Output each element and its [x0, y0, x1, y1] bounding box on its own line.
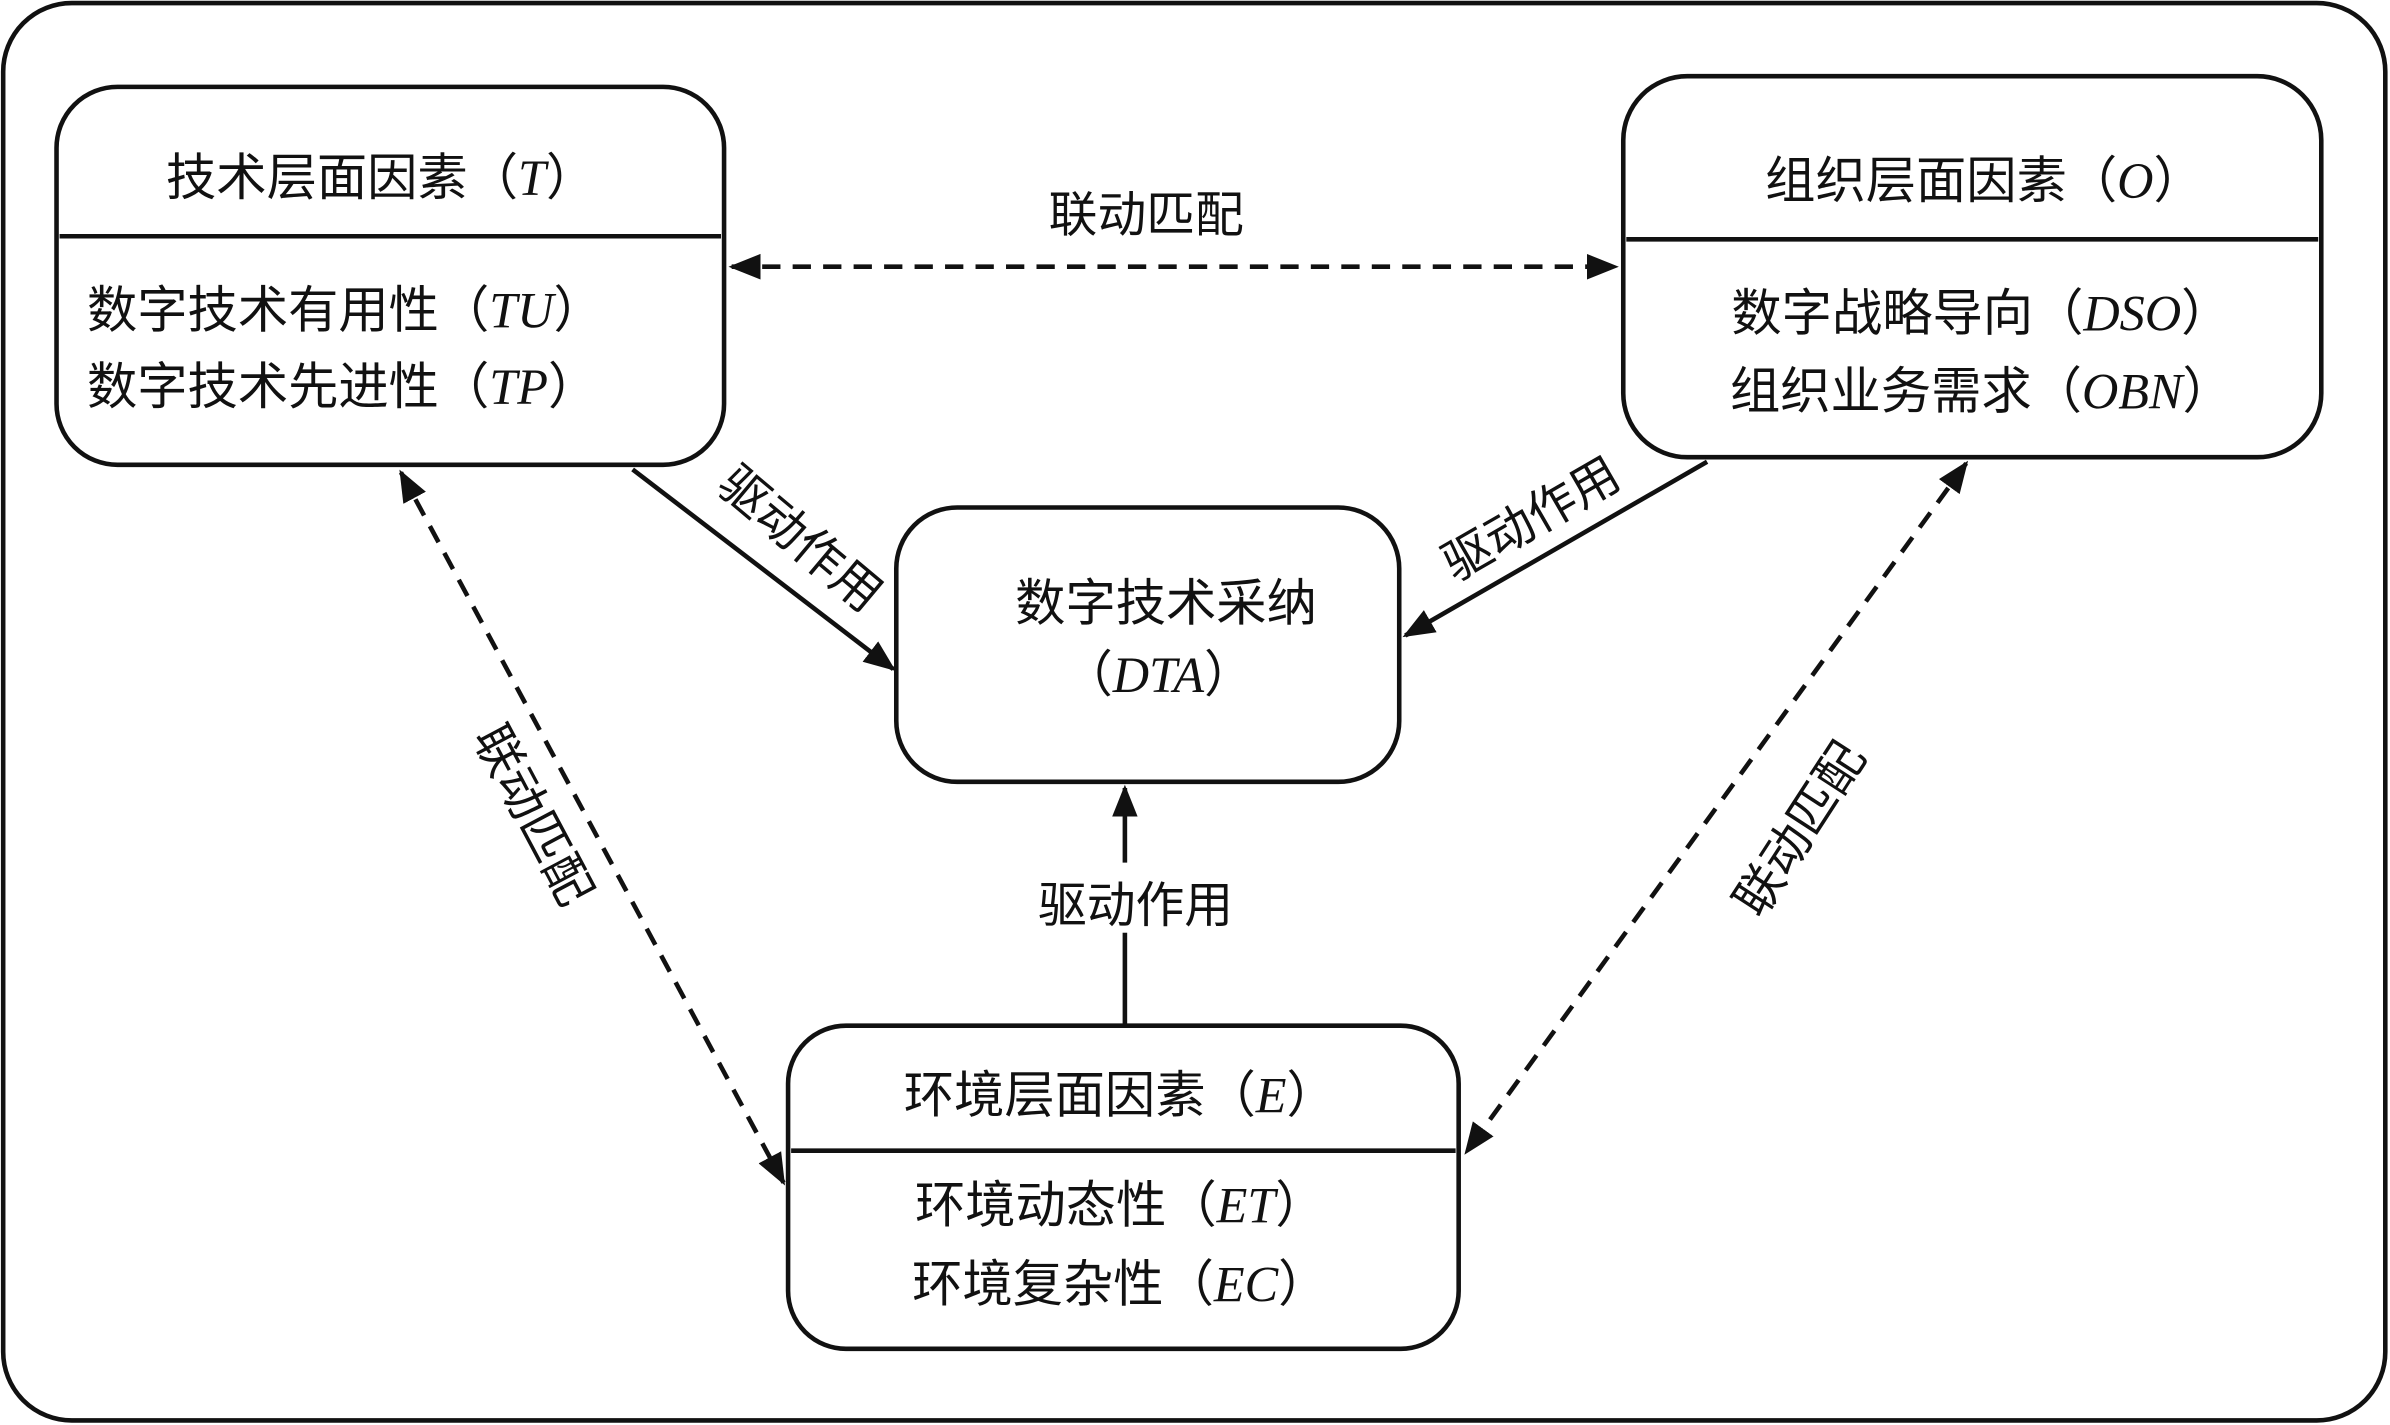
org-item: 数字战略导向（DSO） — [1731, 284, 2231, 343]
org-title: 组织层面因素（O） — [1765, 151, 2204, 210]
tech-factor-box: 技术层面因素（T） 数字技术有用性（TU） 数字技术先进性（TP） — [54, 84, 727, 468]
tech-env-link-arrow — [398, 469, 786, 1186]
tech-title: 技术层面因素（T） — [166, 148, 596, 207]
env-item: 环境复杂性（EC） — [912, 1255, 1328, 1314]
dta-title: 数字技术采纳 — [1015, 573, 1317, 632]
env-item: 环境动态性（ET） — [915, 1175, 1326, 1234]
env-factor-box: 环境层面因素（E） 环境动态性（ET） 环境复杂性（EC） — [785, 1023, 1461, 1352]
dta-box: 数字技术采纳 （DTA） — [893, 505, 1402, 785]
tech-dta-drive-arrow — [631, 467, 896, 672]
org-dta-drive-arrow — [1402, 459, 1709, 638]
tech-org-link-label: 联动匹配 — [1049, 187, 1244, 244]
org-factor-box: 组织层面因素（O） 数字战略导向（DSO） 组织业务需求（OBN） — [1620, 73, 2324, 460]
tech-item: 数字技术有用性（TU） — [87, 281, 604, 340]
env-dta-drive-label: 驱动作用 — [1038, 877, 1233, 934]
env-title: 环境层面因素（E） — [904, 1066, 1337, 1125]
dta-code: （DTA） — [1062, 645, 1254, 704]
tech-item: 数字技术先进性（TP） — [87, 357, 598, 416]
org-env-link-arrow — [1464, 460, 1969, 1155]
org-item: 组织业务需求（OBN） — [1730, 361, 2233, 420]
